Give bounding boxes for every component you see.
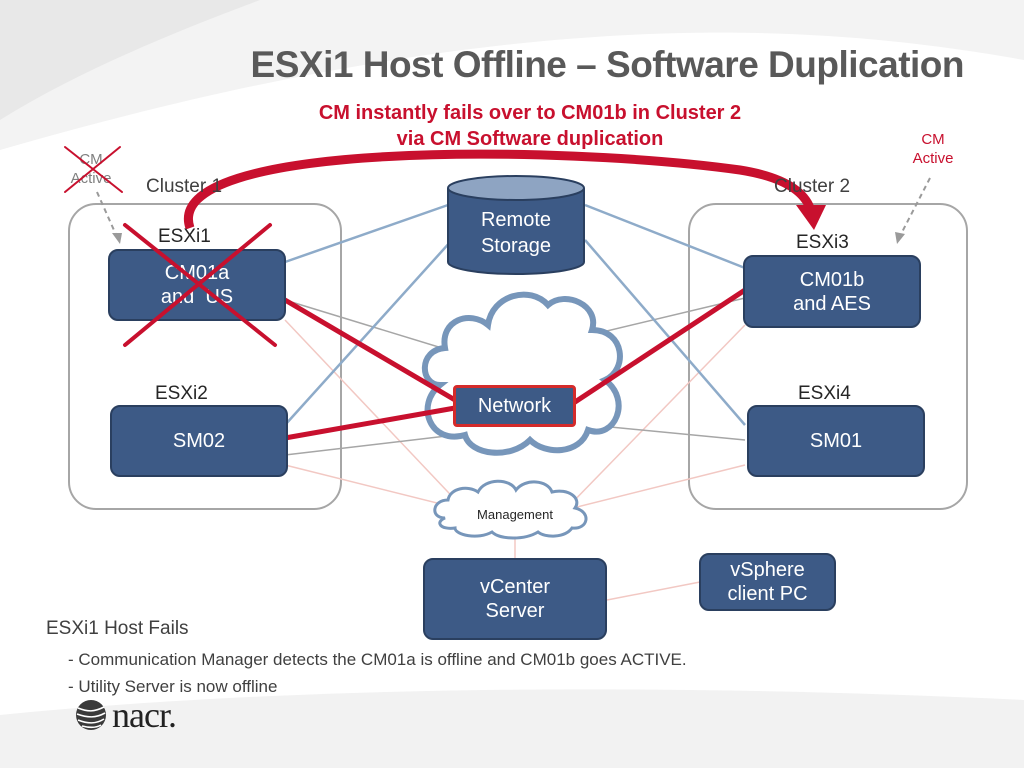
cm-active-pointers	[96, 177, 931, 238]
network-node[interactable]: Network	[453, 385, 576, 427]
cm01b-subtitle: and AES	[793, 292, 871, 315]
cm01a-subtitle: and US	[160, 286, 234, 308]
vsphere-line-1: vSphere	[730, 559, 805, 581]
cluster-1-label: Cluster 1	[146, 176, 223, 197]
sm01-name: SM01	[809, 430, 863, 452]
vcenter-line-1: vCenter	[479, 576, 551, 598]
remote-storage-line-2: Storage	[480, 235, 552, 257]
remote-storage-line-1: Remote	[480, 209, 552, 231]
cm-active-right-line-2: Active	[912, 150, 954, 167]
vsphere-client-pc[interactable]: vSphere client PC	[699, 553, 836, 611]
nacr-globe-icon	[76, 700, 106, 730]
cm-active-right-line-1: CM	[921, 131, 945, 148]
esxi3-label: ESXi3	[796, 232, 849, 253]
cluster-1-box	[68, 203, 342, 510]
vcenter-server[interactable]: vCenter Server	[423, 558, 607, 640]
cm01b-vm[interactable]: CM01b and AES	[743, 255, 921, 328]
management-links	[284, 319, 746, 601]
cm-active-left-line-2: Active	[70, 170, 112, 187]
management-cloud	[433, 479, 588, 540]
storage-links	[284, 203, 746, 426]
remote-storage-cylinder	[447, 175, 585, 275]
notes-item-1: - Communication Manager detects the CM01…	[68, 650, 687, 669]
sm02-vm[interactable]: SM02	[110, 405, 288, 477]
esxi1-label: ESXi1	[158, 226, 211, 247]
nacr-logo-text: nacr.	[112, 695, 177, 735]
vcenter-line-2: Server	[485, 600, 545, 622]
esxi2-label: ESXi2	[155, 383, 208, 404]
management-label: Management	[477, 507, 553, 522]
failover-subtitle-line-1: CM instantly fails over to CM01b in Clus…	[318, 102, 742, 124]
remote-storage-label[interactable]: Remote Storage	[446, 207, 586, 259]
sm02-name: SM02	[172, 430, 226, 452]
failover-arrow	[183, 149, 815, 230]
esxi4-label: ESXi4	[798, 383, 851, 404]
notes: ESXi1 Host Fails - Communication Manager…	[46, 618, 687, 700]
active-red-links	[282, 287, 748, 441]
sm01-vm[interactable]: SM01	[747, 405, 925, 477]
nacr-logo: nacr.	[74, 694, 177, 736]
cm01b-name: CM01b	[799, 268, 865, 291]
cm-active-right-label: CM Active	[903, 130, 963, 168]
notes-heading: ESXi1 Host Fails	[46, 618, 189, 639]
slide-title: ESXi1 Host Offline – Software Duplicatio…	[250, 44, 965, 85]
notes-item-2: - Utility Server is now offline	[68, 677, 278, 696]
failover-subtitle-line-2: via CM Software duplication	[396, 128, 664, 150]
failover-arrowhead	[796, 205, 826, 230]
cluster-2-label: Cluster 2	[774, 176, 851, 197]
cluster-2-box	[688, 203, 968, 510]
vsphere-line-2: client PC	[727, 583, 808, 605]
